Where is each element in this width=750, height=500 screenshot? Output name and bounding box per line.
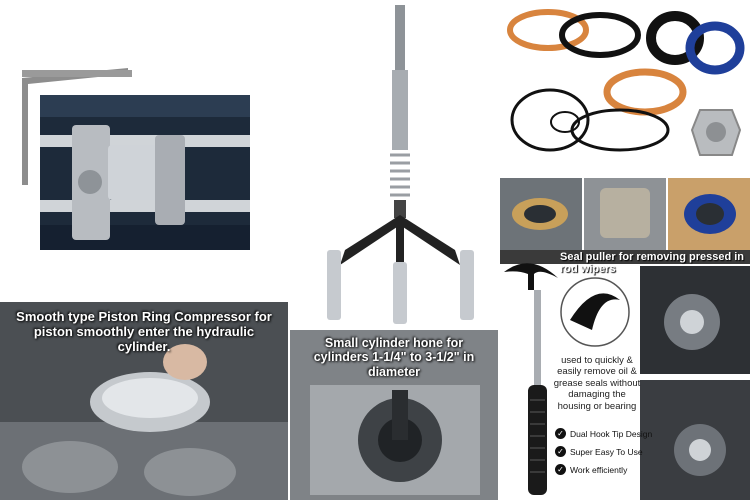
seal-puller-uses-text: used to quickly & easily remove oil & gr… xyxy=(553,355,641,412)
check-icon: ✓ xyxy=(555,464,566,475)
seal-puller-header: Seal puller for removing pressed in rod … xyxy=(560,251,744,275)
check-icon: ✓ xyxy=(555,428,566,439)
feature-label: Work efficiently xyxy=(570,464,628,475)
seal-closeups-image xyxy=(500,178,750,250)
hone-product-panel xyxy=(290,0,500,330)
compressor-in-use-photo xyxy=(0,302,288,500)
feature-item: ✓ Dual Hook Tip Design xyxy=(555,428,652,439)
compressor-in-use-panel: Smooth type Piston Ring Compressor for p… xyxy=(0,302,288,500)
compressor-product-panel xyxy=(0,0,290,300)
seal-closeup-strip xyxy=(500,178,750,250)
hone-caption: Small cylinder hone for cylinders 1-1/4"… xyxy=(313,336,475,379)
check-icon: ✓ xyxy=(555,446,566,457)
hone-in-use-panel: Small cylinder hone for cylinders 1-1/4"… xyxy=(290,330,498,500)
compressor-caption: Smooth type Piston Ring Compressor for p… xyxy=(16,309,272,354)
seal-puller-image xyxy=(500,250,750,500)
feature-item: ✓ Super Easy To Use xyxy=(555,446,643,457)
cylinder-hone-image xyxy=(327,5,474,324)
feature-label: Super Easy To Use xyxy=(570,446,643,457)
seal-puller-panel: Seal puller for removing pressed in rod … xyxy=(500,250,750,500)
seal-kit-panel xyxy=(500,0,750,172)
feature-item: ✓ Work efficiently xyxy=(555,464,627,475)
seal-kit-image xyxy=(507,9,745,156)
hone-in-use-photo xyxy=(290,330,498,500)
feature-label: Dual Hook Tip Design xyxy=(570,428,653,439)
piston-ring-compressor-image xyxy=(22,68,250,250)
